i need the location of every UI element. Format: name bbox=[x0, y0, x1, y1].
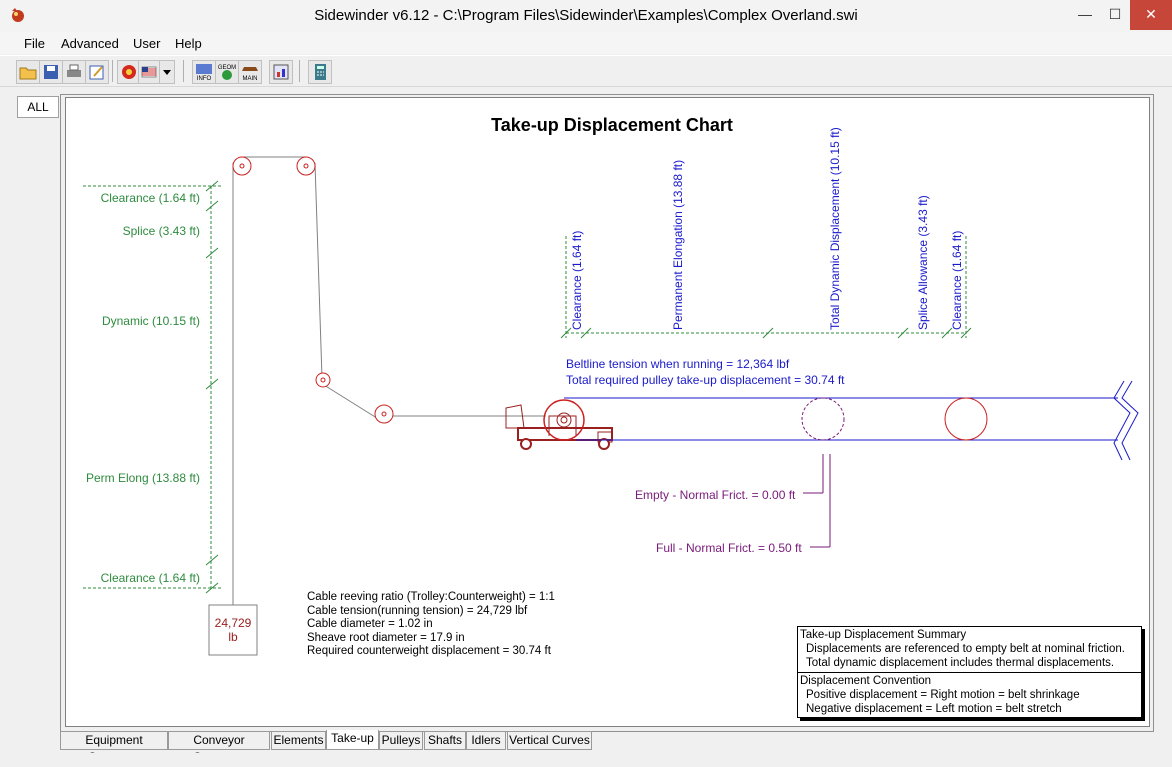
toolbar-separator bbox=[183, 60, 184, 82]
main-icon[interactable]: MAIN bbox=[238, 60, 262, 84]
tab-shafts[interactable]: Shafts bbox=[424, 731, 466, 750]
tab-equipment-summary[interactable]: Equipment Summary bbox=[60, 731, 168, 764]
print-icon[interactable] bbox=[62, 60, 86, 84]
convention-positive: Positive displacement = Right motion = b… bbox=[806, 689, 1080, 701]
label-clearance-bottom: Clearance (1.64 ft) bbox=[101, 571, 200, 585]
left-dimension-lines bbox=[83, 185, 221, 589]
vlabel-clearance-a: Clearance (1.64 ft) bbox=[570, 231, 584, 330]
cable-info-line: Cable diameter = 1.02 in bbox=[307, 618, 433, 630]
takeup-trolley bbox=[505, 399, 613, 450]
label-splice: Splice (3.43 ft) bbox=[123, 224, 200, 238]
top-dimension-lines bbox=[565, 236, 967, 338]
tab-all[interactable]: ALL bbox=[17, 96, 59, 118]
toolbar-separator bbox=[112, 60, 113, 82]
top-ticks bbox=[560, 327, 972, 339]
minimize-button[interactable]: — bbox=[1078, 6, 1092, 22]
displacement-summary-box: Take-up Displacement Summary Displacemen… bbox=[797, 626, 1142, 718]
label-dynamic: Dynamic (10.15 ft) bbox=[102, 314, 200, 328]
vlabel-total-dynamic: Total Dynamic Displacement (10.15 ft) bbox=[828, 127, 842, 330]
maximize-button[interactable]: ☐ bbox=[1108, 6, 1122, 22]
edit-icon[interactable] bbox=[85, 60, 109, 84]
summary-divider bbox=[798, 672, 1141, 673]
label-clearance-top: Clearance (1.64 ft) bbox=[101, 191, 200, 205]
belt-pulleys bbox=[801, 397, 988, 441]
empty-friction: Empty - Normal Frict. = 0.00 ft bbox=[635, 488, 796, 502]
total-displacement: Total required pulley take-up displaceme… bbox=[566, 373, 845, 387]
tab-idlers[interactable]: Idlers bbox=[466, 731, 506, 750]
info-icon-label: INFO bbox=[197, 76, 212, 82]
counterweight bbox=[208, 604, 258, 656]
tab-takeup[interactable]: Take-up bbox=[326, 730, 379, 750]
close-button[interactable]: ✕ bbox=[1130, 0, 1172, 30]
menu-file[interactable]: File bbox=[24, 36, 45, 51]
beltline-tension: Beltline tension when running = 12,364 l… bbox=[566, 357, 790, 371]
vlabel-splice-allowance: Splice Allowance (3.43 ft) bbox=[916, 195, 930, 330]
dropdown-icon[interactable] bbox=[159, 60, 175, 84]
report-icon[interactable] bbox=[269, 60, 293, 84]
convention-heading: Displacement Convention bbox=[800, 675, 932, 687]
menu-bar: File Advanced User Help bbox=[0, 32, 1172, 54]
cable-info-line: Sheave root diameter = 17.9 in bbox=[307, 632, 465, 644]
tab-pulleys[interactable]: Pulleys bbox=[379, 731, 423, 750]
save-icon[interactable] bbox=[39, 60, 63, 84]
geom-icon[interactable]: GEOM bbox=[215, 60, 239, 84]
sheaves bbox=[232, 156, 394, 424]
label-perm-elong: Perm Elong (13.88 ft) bbox=[86, 471, 200, 485]
main-icon-label: MAIN bbox=[243, 76, 258, 82]
flag-icon[interactable] bbox=[138, 60, 160, 84]
menu-advanced[interactable]: Advanced bbox=[61, 36, 119, 51]
full-friction: Full - Normal Frict. = 0.50 ft bbox=[656, 541, 802, 555]
cable-info-line: Cable reeving ratio (Trolley:Counterweig… bbox=[307, 591, 555, 603]
tab-elements[interactable]: Elements bbox=[271, 731, 326, 750]
belt-lines bbox=[564, 380, 1139, 461]
convention-negative: Negative displacement = Left motion = be… bbox=[806, 703, 1062, 715]
chart-canvas: Take-up Displacement Chart Clearance (1.… bbox=[83, 115, 1139, 657]
menu-help[interactable]: Help bbox=[175, 36, 202, 51]
summary-line: Total dynamic displacement includes ther… bbox=[806, 657, 1115, 669]
cable-path bbox=[232, 156, 546, 605]
tab-conveyor-summary[interactable]: Conveyor Summary bbox=[168, 731, 270, 764]
title-bar: Sidewinder v6.12 - C:\Program Files\Side… bbox=[0, 0, 1172, 33]
app-icon bbox=[12, 8, 24, 22]
counterweight-value: 24,729 bbox=[215, 616, 252, 630]
friction-leaders bbox=[803, 454, 831, 548]
counterweight-unit: lb bbox=[228, 630, 238, 644]
cable-info-line: Cable tension(running tension) = 24,729 … bbox=[307, 605, 528, 617]
toolbar-separator bbox=[299, 60, 300, 82]
geom-icon-label: GEOM bbox=[218, 65, 236, 71]
tab-vertical-curves[interactable]: Vertical Curves bbox=[507, 731, 592, 750]
takeup-chart: Take-up Displacement Chart Clearance (1.… bbox=[65, 97, 1150, 727]
status-bar bbox=[0, 753, 1172, 767]
open-icon[interactable] bbox=[16, 60, 40, 84]
summary-heading: Take-up Displacement Summary bbox=[800, 629, 967, 641]
cable-info-line: Required counterweight displacement = 30… bbox=[307, 645, 552, 657]
vlabel-clearance-b: Clearance (1.64 ft) bbox=[950, 231, 964, 330]
summary-line: Displacements are referenced to empty be… bbox=[806, 643, 1125, 655]
calculator-icon[interactable] bbox=[308, 60, 332, 84]
left-ticks bbox=[205, 180, 219, 594]
vlabel-perm-elong: Permanent Elongation (13.88 ft) bbox=[671, 160, 685, 330]
menu-user[interactable]: User bbox=[133, 36, 161, 51]
window-title: Sidewinder v6.12 - C:\Program Files\Side… bbox=[314, 7, 858, 24]
toolbar: INFO GEOM MAIN bbox=[0, 55, 1172, 87]
chart-title: Take-up Displacement Chart bbox=[491, 115, 733, 135]
info-icon[interactable]: INFO bbox=[192, 60, 216, 84]
